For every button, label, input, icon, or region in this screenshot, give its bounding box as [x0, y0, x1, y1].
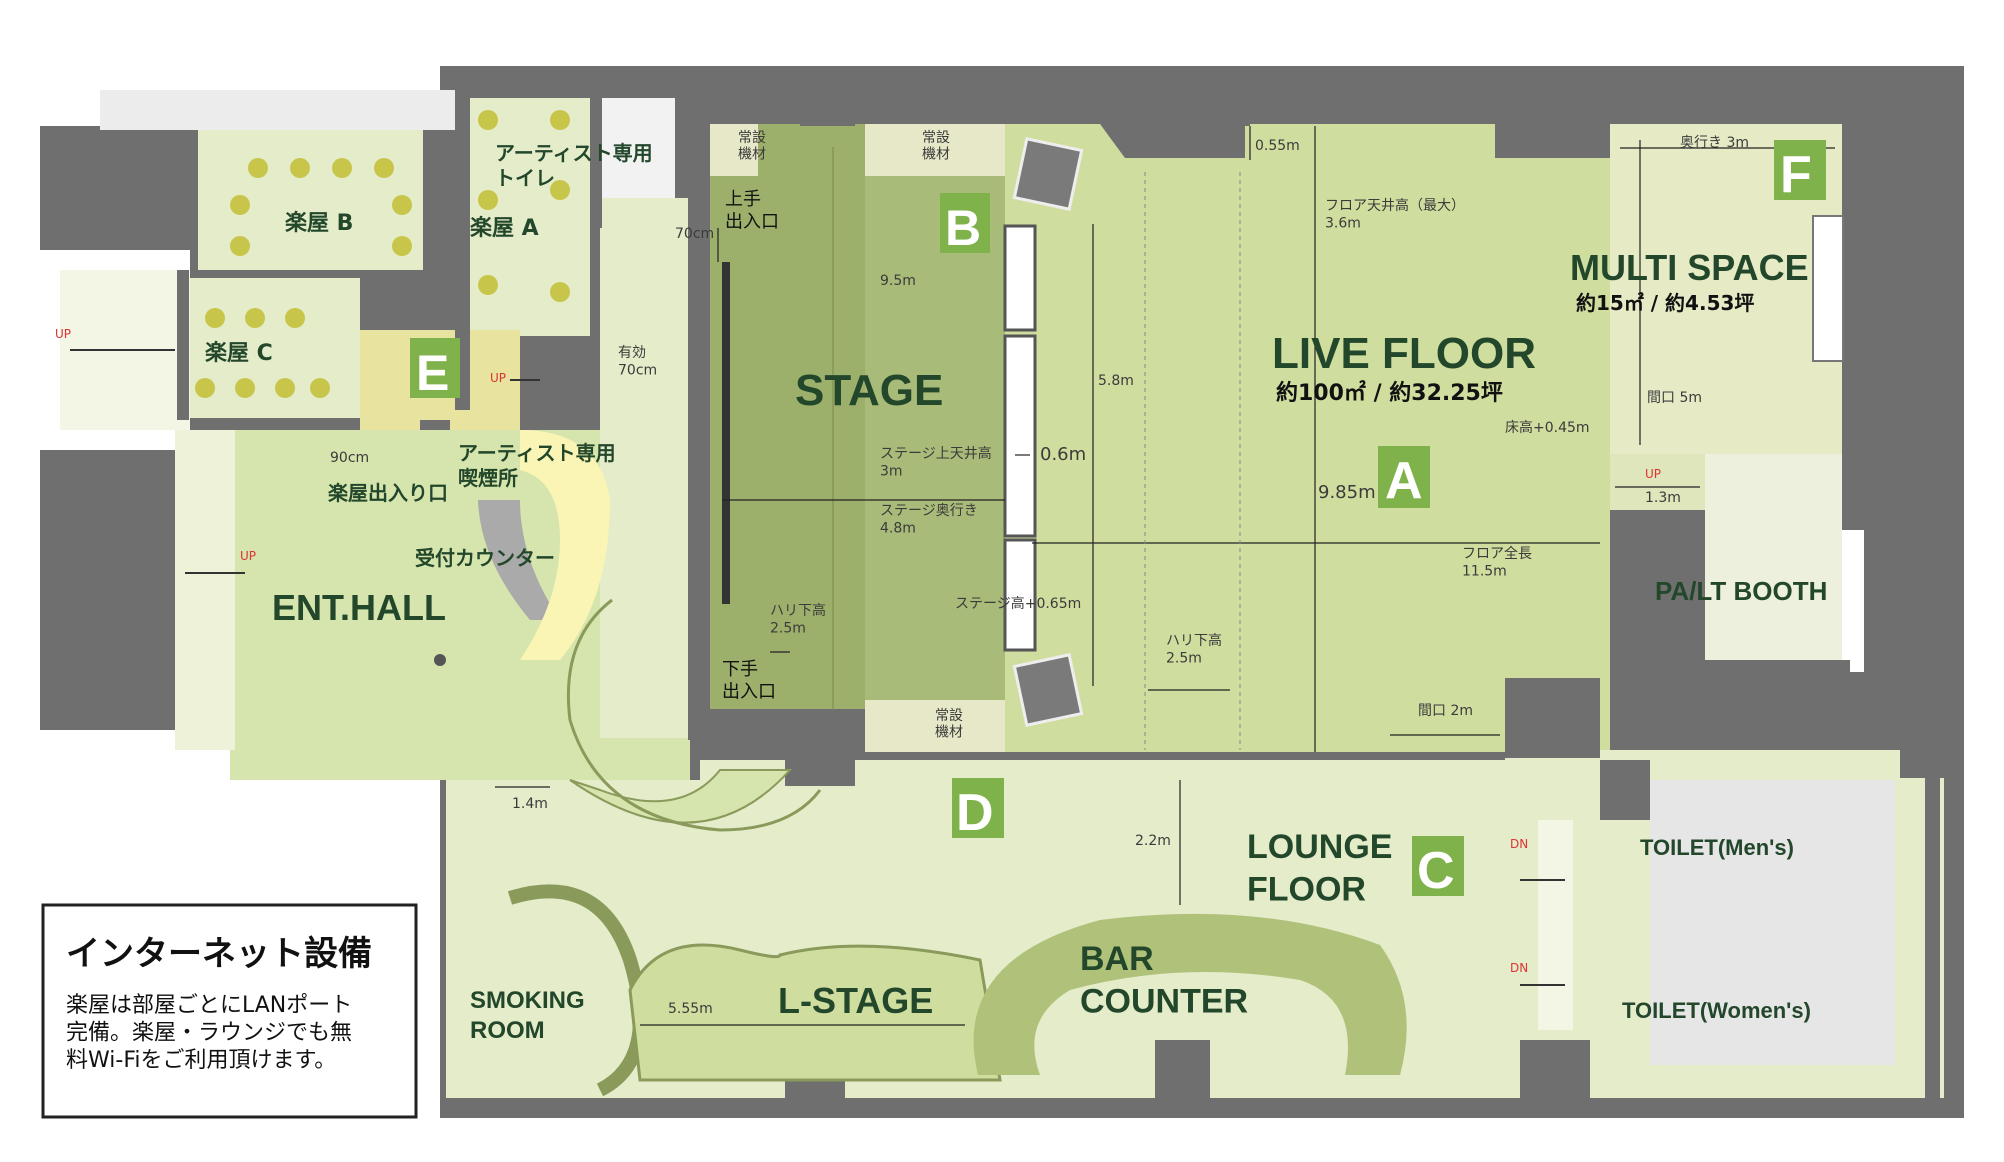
label-toilet-men: TOILET(Men's)	[1640, 835, 1794, 860]
label-pa-booth: PA/LT BOOTH	[1655, 576, 1827, 606]
live-floor	[1005, 124, 1610, 752]
dn-marker-men: DN	[1510, 837, 1528, 851]
label-dressing-b: 楽屋 B	[285, 210, 353, 236]
svg-text:F: F	[1780, 146, 1812, 204]
dim-multi-depth: 奥行き 3m	[1680, 134, 1749, 151]
corridor-top	[100, 90, 455, 130]
ent-curve	[569, 769, 793, 824]
label-l-stage: L-STAGE	[778, 980, 933, 1021]
label-ent-hall: ENT.HALL	[272, 587, 446, 628]
badge-b: B	[940, 193, 990, 256]
label-multi-space: MULTI SPACE	[1570, 247, 1809, 288]
artist-toilet	[595, 98, 675, 198]
label-stage-lower-entrance: 下手出入口	[722, 659, 776, 703]
badge-e: E	[410, 338, 460, 401]
up-marker-multi: UP	[1645, 467, 1661, 481]
internet-info-box: インターネット設備 楽屋は部屋ごとにLANポート完備。楽屋・ラウンジでも無料Wi…	[41, 903, 418, 1119]
dim-1-3m: 1.3m	[1645, 490, 1681, 506]
l-stage-floor	[628, 943, 1002, 1082]
label-dressing-entrance: 楽屋出入り口	[328, 481, 448, 505]
svg-text:C: C	[1417, 842, 1455, 900]
internet-body: 楽屋は部屋ごとにLANポート完備。楽屋・ラウンジでも無料Wi-Fiをご利用頂けま…	[66, 993, 352, 1073]
badge-f: F	[1774, 140, 1826, 204]
label-stage: STAGE	[795, 366, 943, 415]
badge-c: C	[1412, 836, 1464, 900]
svg-text:A: A	[1385, 452, 1423, 510]
pa-booth	[1705, 454, 1842, 672]
toilet-area	[1650, 780, 1895, 1065]
dim-floor-width: 9.85m	[1318, 482, 1376, 503]
dim-1-4m: 1.4m	[512, 796, 548, 812]
label-multi-space-area: 約15㎡ / 約4.53坪	[1576, 291, 1754, 315]
dim-70cm: 70cm	[675, 226, 714, 242]
label-artist-toilet: アーティスト専用トイレ	[495, 141, 653, 190]
label-dressing-a: 楽屋 A	[470, 215, 539, 241]
seating-c	[195, 308, 330, 398]
smoking-room-wall	[507, 884, 647, 1097]
stairs-hall	[175, 430, 235, 750]
reception-counter	[520, 430, 610, 660]
label-live-floor-area: 約100㎡ / 約32.25坪	[1276, 380, 1503, 406]
dim-multi-opening: 間口 5m	[1647, 390, 1702, 406]
label-fixed-equipment-top: 常設機材	[922, 130, 950, 162]
dim-floor-height: 床高+0.45m	[1505, 419, 1590, 436]
svg-text:D: D	[956, 784, 994, 842]
up-marker-hall: UP	[240, 549, 256, 563]
dn-marker-women: DN	[1510, 961, 1528, 975]
corridor-stage	[600, 198, 700, 738]
label-live-floor: LIVE FLOOR	[1272, 329, 1536, 378]
dim-0-55m: 0.55m	[1255, 138, 1300, 154]
dim-90cm: 90cm	[330, 450, 369, 466]
dim-stage-height: ステージ高+0.65m	[955, 595, 1081, 612]
label-toilet-women: TOILET(Women's)	[1622, 998, 1811, 1023]
bar-counter	[973, 913, 1407, 1075]
seating-b	[230, 158, 412, 256]
dim-floor-ceiling: フロア天井高（最大）3.6m	[1325, 197, 1465, 232]
fixed-equipment-top	[865, 124, 1005, 176]
dim-opening-2m: 間口 2m	[1418, 703, 1473, 719]
dim-9-5m: 9.5m	[880, 273, 916, 289]
dim-5-8m: 5.8m	[1098, 373, 1134, 389]
fixed-equipment-left	[710, 124, 758, 176]
svg-text:E: E	[416, 345, 449, 401]
seating-a	[478, 110, 570, 302]
badge-d: D	[952, 778, 1004, 842]
label-fixed-equipment-left: 常設機材	[738, 130, 766, 162]
badge-a: A	[1378, 446, 1430, 510]
dressing-room-a	[470, 98, 590, 336]
svg-text:B: B	[945, 200, 981, 256]
dim-2-2m: 2.2m	[1135, 833, 1171, 849]
dim-0-6m: 0.6m	[1040, 444, 1086, 465]
label-stage-upper-entrance: 上手出入口	[725, 189, 779, 233]
up-marker-e: UP	[490, 371, 506, 385]
fixed-equipment-bottom	[865, 700, 1005, 752]
label-fixed-equipment-bottom: 常設機材	[935, 708, 963, 740]
label-reception: 受付カウンター	[415, 546, 555, 570]
label-dressing-c: 楽屋 C	[205, 340, 273, 366]
label-artist-smoking: アーティスト専用喫煙所	[458, 441, 616, 490]
up-marker-stairs: UP	[55, 327, 71, 341]
dim-5-55m: 5.55m	[668, 1001, 713, 1017]
dressing-room-c	[190, 278, 360, 418]
internet-title: インターネット設備	[66, 934, 372, 974]
